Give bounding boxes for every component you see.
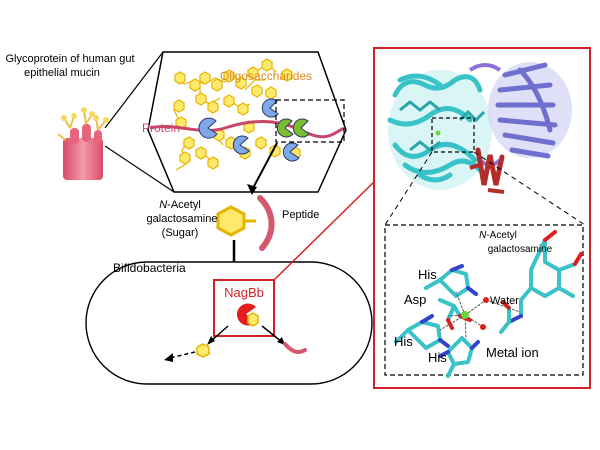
bifidobacteria-label: Bifidobacteria bbox=[113, 261, 186, 275]
nacetyl-label: N-Acetyl bbox=[159, 199, 201, 211]
peptide-icon bbox=[257, 195, 275, 251]
inset-galactosamine-label: galactosamine bbox=[488, 244, 553, 255]
metal-ion-label: Metal ion bbox=[486, 345, 539, 360]
galactosamine-label: galactosamine bbox=[147, 213, 218, 225]
glycoprotein-label-line1: Glycoprotein of human gut bbox=[5, 53, 134, 65]
mucin-villus-icon bbox=[57, 107, 109, 180]
active-site-sticks bbox=[394, 230, 583, 378]
zoom-line-bottom bbox=[104, 145, 175, 193]
nagbb-box bbox=[213, 279, 275, 337]
his-bottom-label: His bbox=[428, 350, 447, 365]
sugar-label: (Sugar) bbox=[162, 227, 199, 239]
his-left-label: His bbox=[394, 334, 413, 349]
water-atom-2 bbox=[480, 324, 486, 330]
nagbb-crystal-structure bbox=[387, 62, 572, 194]
sugar-metabolism-arrow-head bbox=[164, 353, 173, 362]
released-peptide-icon bbox=[283, 342, 307, 354]
metal-ion-atom bbox=[461, 311, 469, 319]
inset-zoom-line-right bbox=[473, 151, 586, 226]
inset-zoom-line-left bbox=[384, 151, 433, 226]
product-arrow-right bbox=[261, 325, 283, 343]
product-arrow-right-head bbox=[277, 337, 285, 345]
nacetyl-galactosamine-icon bbox=[216, 205, 246, 237]
selection-dashed-box bbox=[275, 99, 345, 143]
asp-label: Asp bbox=[404, 292, 426, 307]
water-label: Water bbox=[490, 295, 519, 307]
glycoprotein-label-line2: epithelial mucin bbox=[24, 67, 100, 79]
oligosaccharides-label: Oligosaccharides bbox=[220, 69, 312, 83]
inset-nacetyl-label: N-Acetyl bbox=[479, 230, 517, 241]
oligosaccharide-chains bbox=[173, 58, 301, 171]
nagbb-label: NagBb bbox=[224, 285, 264, 300]
sugar-metabolism-arrow bbox=[169, 351, 196, 359]
cleavage-arrow bbox=[251, 142, 278, 191]
his-top-label: His bbox=[418, 267, 437, 282]
zoom-line-top bbox=[104, 51, 164, 129]
peptide-label: Peptide bbox=[282, 209, 319, 221]
enzyme-icons bbox=[198, 98, 310, 162]
product-arrow-left-head bbox=[207, 336, 215, 345]
released-sugar-icon bbox=[196, 343, 210, 358]
active-site-dashed-box bbox=[431, 117, 475, 153]
structure-link-line bbox=[273, 177, 379, 281]
bound-sugar-icon bbox=[247, 312, 259, 327]
cleavage-arrow-head bbox=[247, 184, 257, 195]
water-atom bbox=[483, 297, 489, 303]
protein-label: Protein bbox=[142, 121, 180, 135]
protein-backbone bbox=[149, 120, 345, 139]
